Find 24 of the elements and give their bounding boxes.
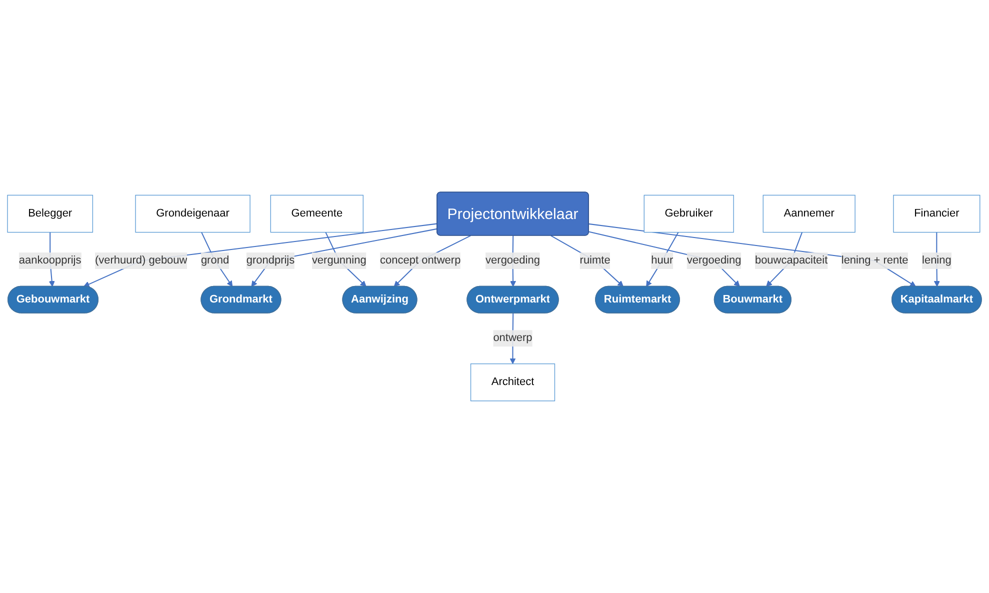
node-box: Aannemer <box>762 194 856 233</box>
edge-label: huur <box>651 254 674 266</box>
edge-label: vergoeding <box>486 254 540 266</box>
edge-label: concept ontwerp <box>380 254 461 266</box>
edge-label: grondprijs <box>246 254 295 266</box>
node-box: Gemeente <box>270 194 364 233</box>
edge-label: lening + rente <box>841 254 908 266</box>
edge-label: grond <box>200 254 230 266</box>
edge-label: aankoopprijs <box>18 254 82 266</box>
node-box: Gebruiker <box>644 194 734 233</box>
edge-label: lening <box>922 254 952 266</box>
node-box: Grondeigenaar <box>135 194 250 233</box>
edge-label: ruimte <box>580 254 610 266</box>
arrow <box>646 232 679 287</box>
node-box: Financier <box>893 194 980 233</box>
edge-label: (verhuurd) gebouw <box>94 254 188 266</box>
edge-label: vergunning <box>312 254 366 266</box>
edge-label: bouwcapaciteit <box>754 254 828 266</box>
arrow <box>588 231 740 287</box>
edge-label: vergoeding <box>686 254 742 266</box>
node-box: Architect <box>470 363 556 402</box>
node-box: Belegger <box>7 194 94 233</box>
edge-label: ontwerp <box>493 332 532 344</box>
arrow <box>550 235 624 287</box>
